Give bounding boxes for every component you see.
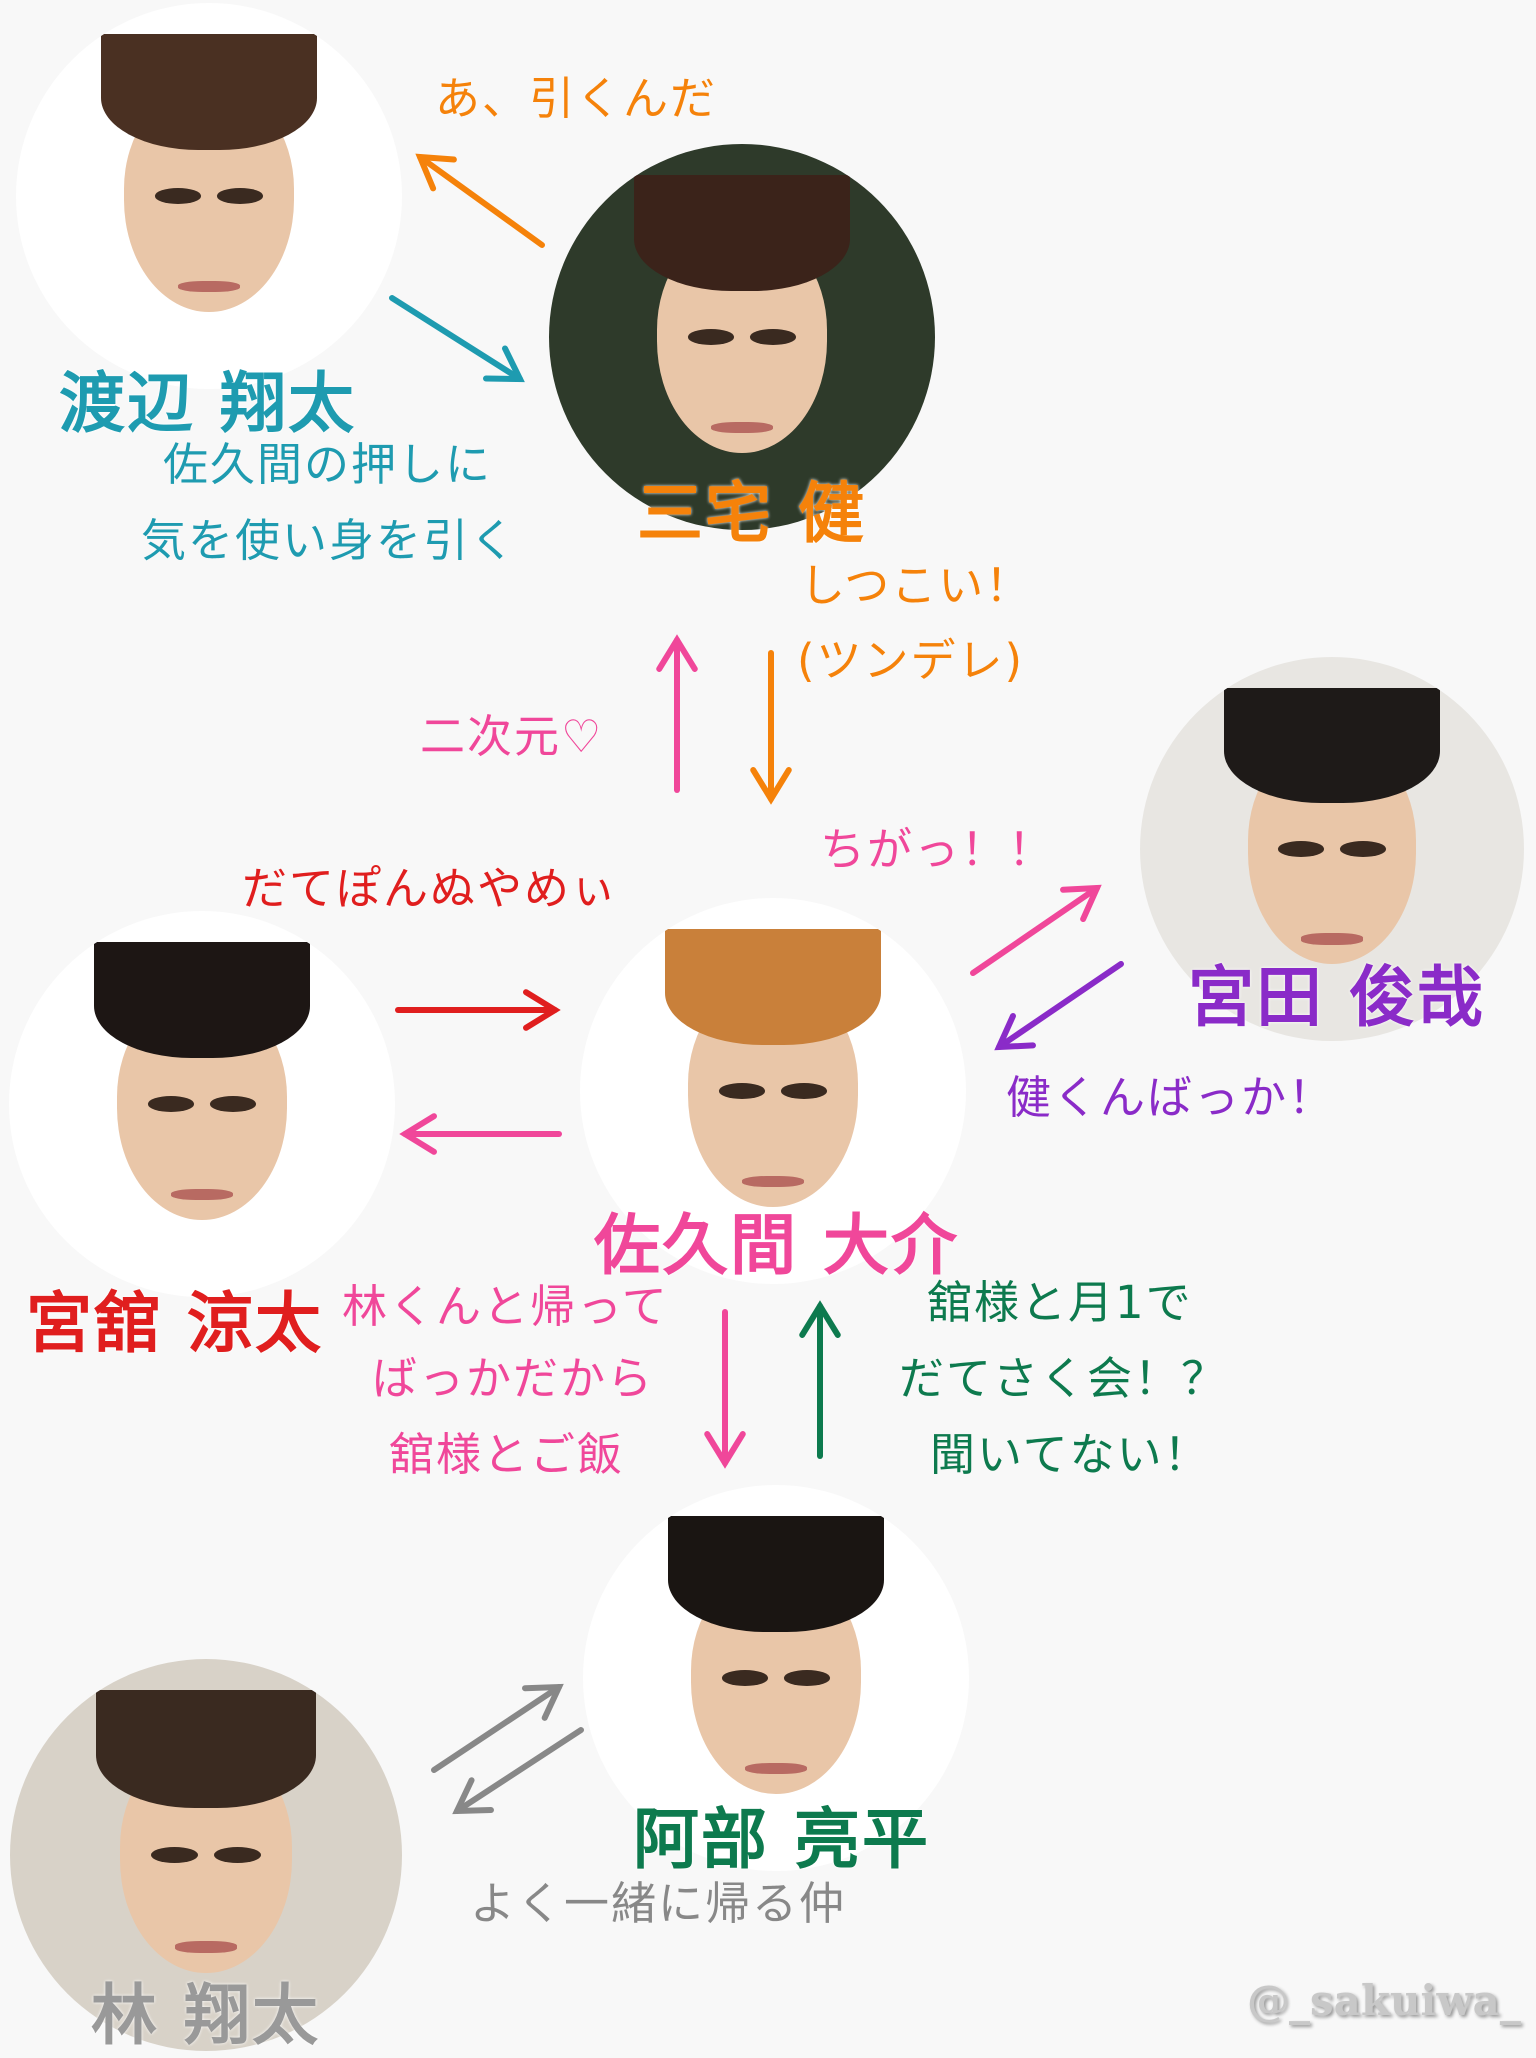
arrow-miyake-to-sakuma — [750, 650, 792, 805]
arrow-head — [750, 767, 792, 805]
comment-watanabe-2: 気を使い身を引く — [141, 514, 518, 567]
eye — [749, 329, 797, 345]
photo-abe — [583, 1485, 969, 1871]
arrow-shaft — [970, 885, 1100, 976]
mouth — [178, 280, 240, 293]
arrow-watanabe-to-miyake — [389, 295, 525, 383]
name-abe: 阿部 亮平 — [633, 1801, 930, 1878]
comment-abe-sakuma-2: だてさく会！？ — [899, 1352, 1229, 1405]
arrow-head — [799, 1300, 841, 1338]
comment-datepon: だてぽんぬやめぃ — [242, 862, 619, 915]
arrow-sakuma-to-miyadate — [399, 1113, 562, 1155]
comment-miyake-1: しつこい！ — [800, 559, 1033, 612]
arrow-shaft — [454, 1727, 584, 1814]
comment-a-hikunda: あ、引くんだ — [435, 72, 718, 125]
eye — [721, 1670, 769, 1686]
arrow-head — [994, 1013, 1036, 1051]
arrow-hayashi-to-abe — [431, 1683, 564, 1773]
comment-ken-bakka: 健くんばっか！ — [1006, 1071, 1336, 1124]
comment-abe-sakuma-1: 舘様と月1で — [927, 1276, 1193, 1329]
photo-sakuma — [580, 898, 966, 1284]
photo-miyata — [1140, 657, 1524, 1041]
name-sakuma: 佐久間 大介 — [594, 1207, 959, 1284]
photo-hayashi — [10, 1659, 402, 2051]
eye — [1278, 841, 1325, 857]
arrow-head — [452, 1777, 494, 1815]
comment-sakuma-abe-2: ばっかだから — [372, 1352, 655, 1405]
arrow-shaft — [417, 154, 545, 248]
name-hayashi: 林 翔太 — [91, 1977, 320, 2054]
arrow-head — [399, 1113, 437, 1155]
arrow-head — [656, 634, 698, 672]
arrow-miyadate-to-sakuma — [395, 989, 561, 1031]
arrow-sakuma-to-abe — [704, 1309, 746, 1469]
comment-sakuma-abe-1: 林くんと帰って — [342, 1280, 669, 1333]
eye — [216, 188, 264, 204]
mouth — [171, 1188, 233, 1201]
name-miyadate: 宮舘 涼太 — [26, 1285, 323, 1362]
arrow-miyata-to-sakuma — [994, 961, 1124, 1051]
arrow-shaft — [431, 1684, 562, 1773]
name-watanabe: 渡辺 翔太 — [59, 365, 356, 442]
mouth — [711, 421, 773, 434]
arrow-head — [522, 1683, 564, 1721]
comment-chiga: ちがっ！！ — [820, 823, 1056, 876]
hair — [1224, 687, 1440, 803]
arrow-sakuma-to-miyata — [970, 884, 1102, 976]
eye — [1339, 841, 1386, 857]
mouth — [742, 1175, 804, 1188]
eye — [147, 1096, 195, 1112]
hair — [664, 928, 882, 1045]
hair — [96, 1690, 316, 1808]
arrow-shaft — [996, 961, 1124, 1050]
hair — [667, 1515, 885, 1632]
mouth — [1301, 933, 1363, 945]
eye — [718, 1083, 766, 1099]
eye — [213, 1847, 261, 1863]
eye — [783, 1670, 831, 1686]
mouth — [174, 1941, 238, 1953]
comment-miyake-2: (ツンデレ) — [797, 634, 1025, 687]
hair — [100, 33, 318, 150]
arrow-head — [704, 1431, 746, 1469]
eye — [151, 1847, 199, 1863]
arrow-abe-to-hayashi — [452, 1727, 584, 1815]
name-miyata: 宮田 俊哉 — [1188, 959, 1485, 1036]
arrow-shaft — [389, 295, 523, 382]
eye — [780, 1083, 828, 1099]
arrow-head — [1060, 884, 1102, 923]
arrow-head — [483, 345, 525, 383]
arrow-miyake-to-watanabe — [415, 153, 545, 248]
arrow-head — [523, 989, 561, 1031]
eye — [154, 188, 202, 204]
mouth — [745, 1762, 807, 1775]
hair — [633, 174, 851, 291]
arrow-head — [415, 153, 457, 192]
name-miyake: 三宅 健 — [637, 475, 866, 552]
comment-sakuma-abe-3: 舘様とご飯 — [389, 1428, 625, 1481]
photo-miyake — [549, 144, 935, 530]
eye — [209, 1096, 257, 1112]
comment-watanabe-1: 佐久間の押しに — [163, 438, 493, 491]
photo-miyadate — [9, 911, 395, 1297]
hair — [93, 941, 311, 1058]
arrow-abe-to-sakuma — [799, 1300, 841, 1459]
comment-nijigen: 二次元♡ — [420, 710, 604, 763]
comment-abe-sakuma-3: 聞いてない！ — [930, 1428, 1211, 1481]
comment-abe-hayashi: よく一緒に帰る仲 — [470, 1877, 847, 1930]
watermark: @_sakuiwa_ — [1247, 1976, 1521, 2025]
eye — [687, 329, 735, 345]
photo-watanabe — [16, 3, 402, 389]
arrow-sakuma-to-miyake — [656, 634, 698, 793]
